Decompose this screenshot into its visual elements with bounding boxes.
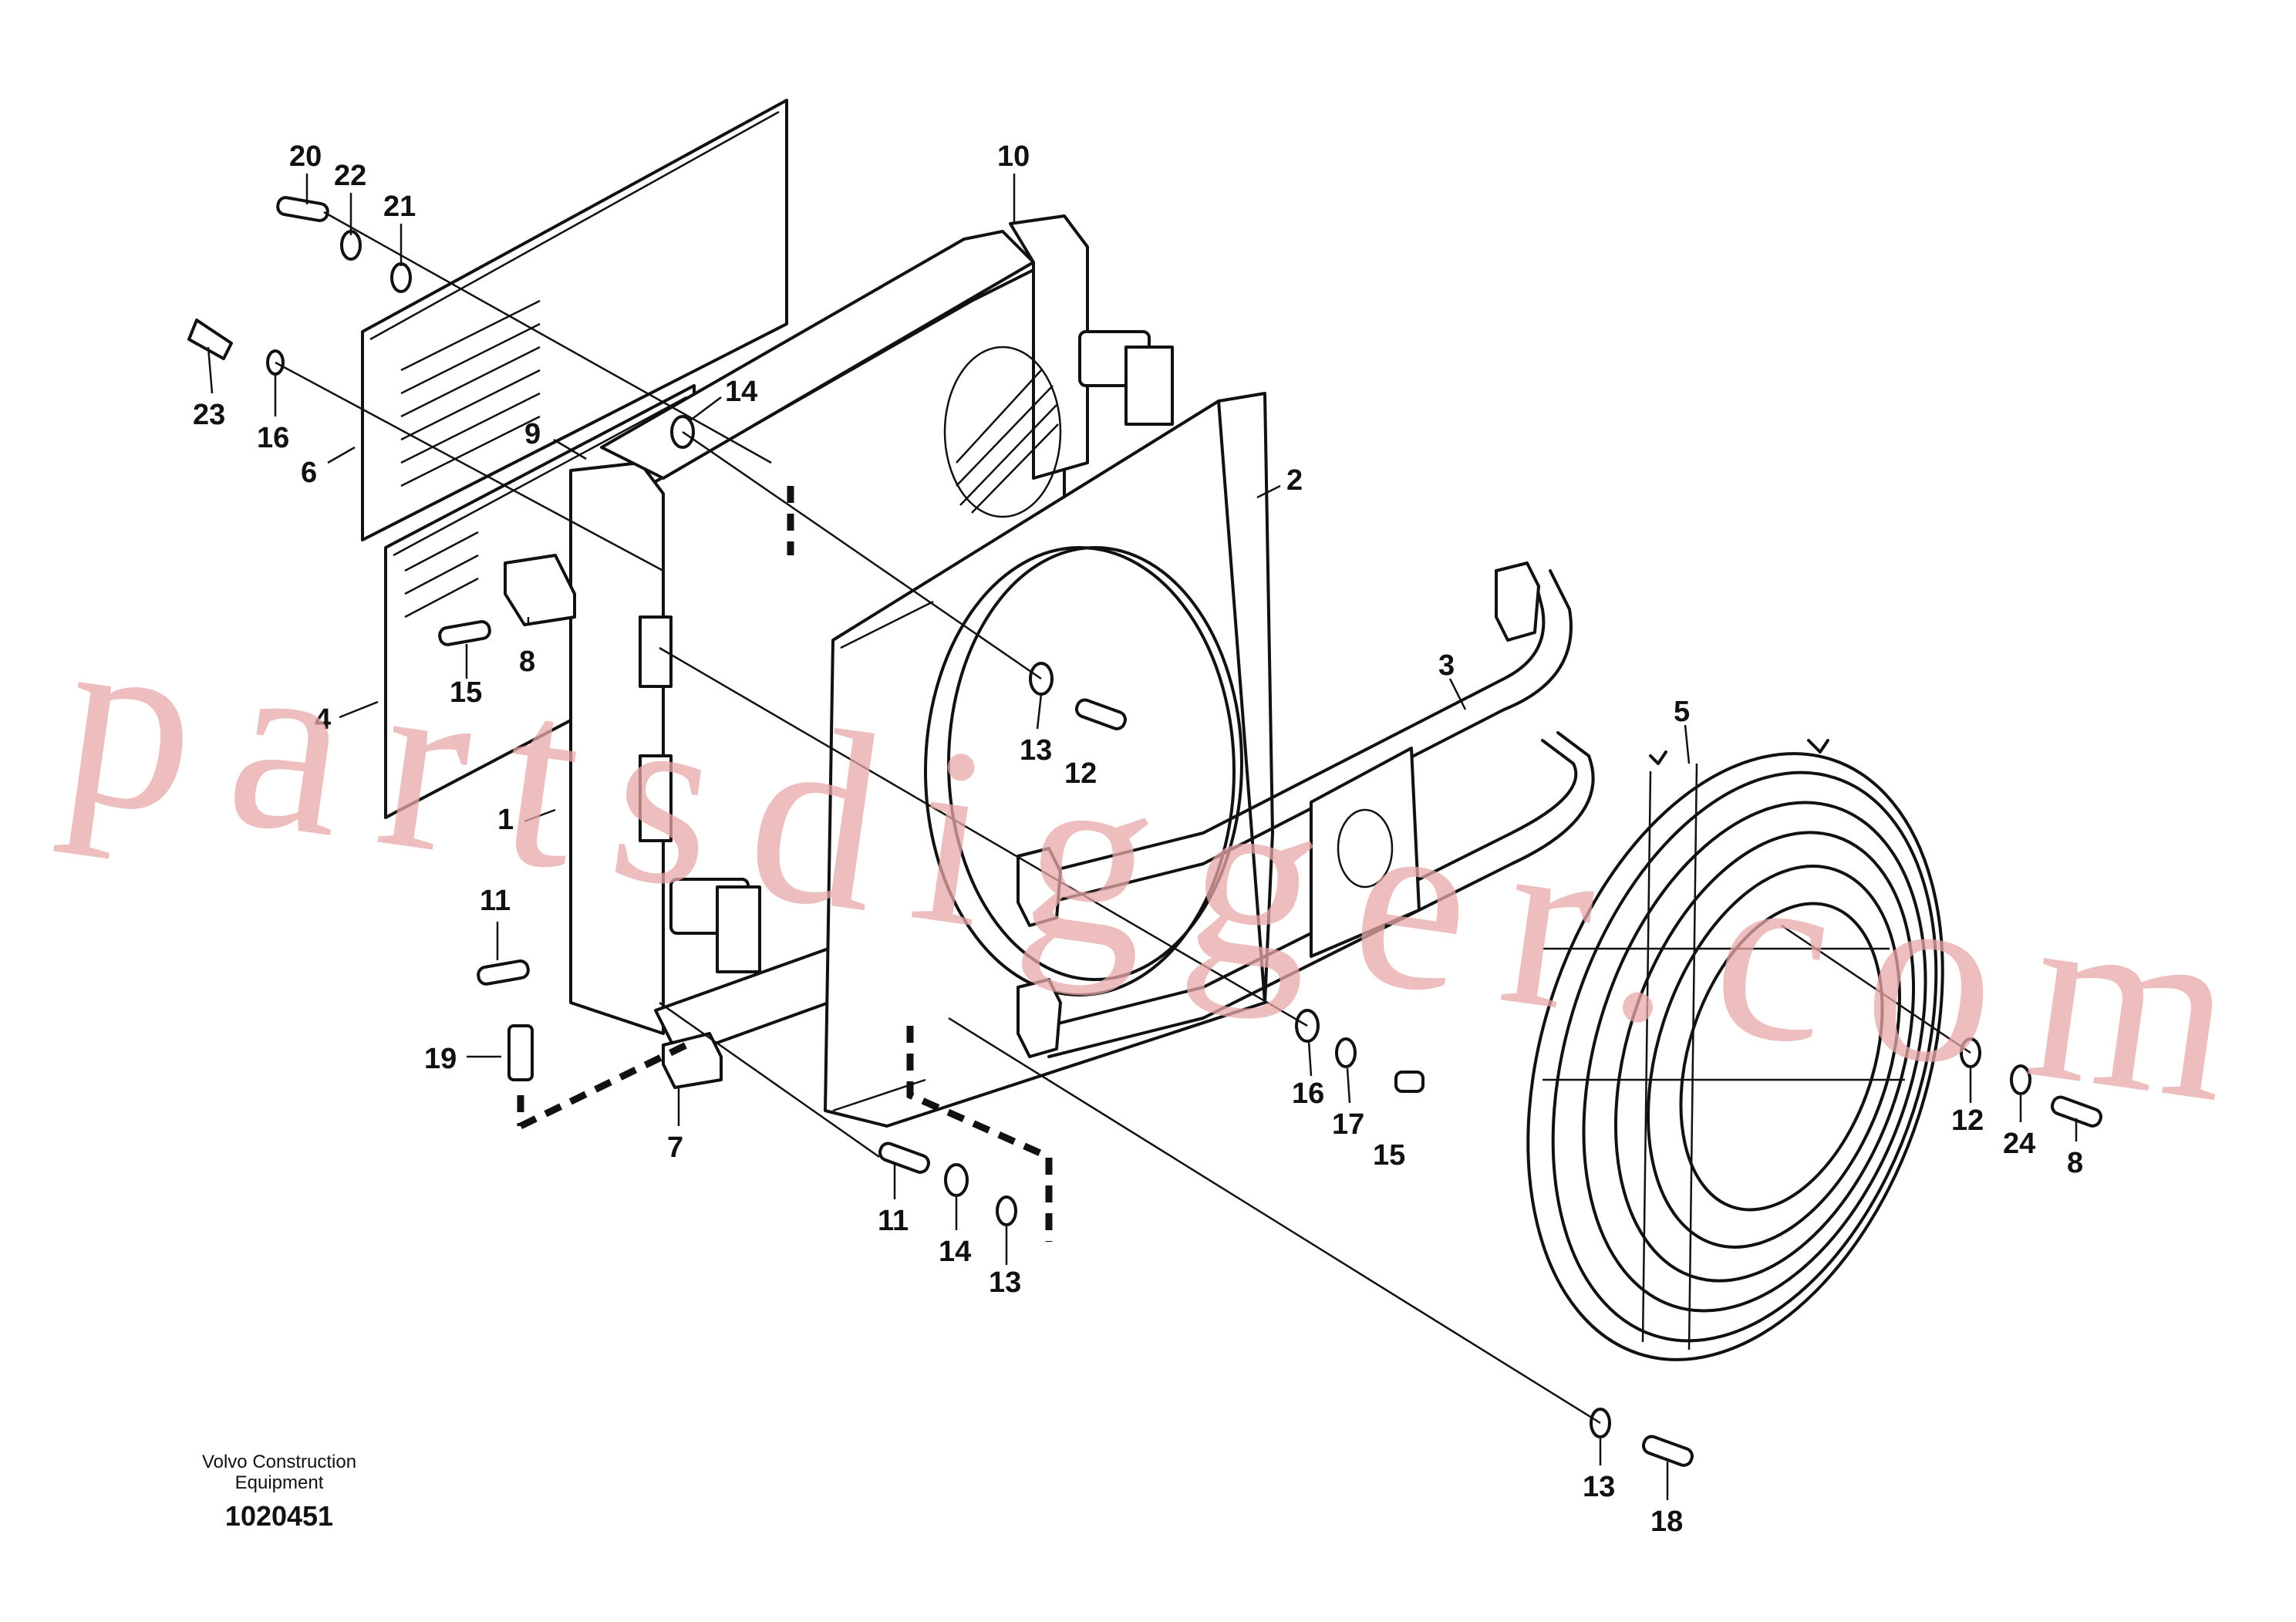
callout-leaders — [207, 174, 2078, 1500]
callout-10: 10 — [997, 140, 1030, 173]
callout-7: 7 — [667, 1131, 683, 1164]
drawing-number: 1020451 — [225, 1500, 333, 1532]
callout-24: 24 — [2003, 1128, 2035, 1160]
callout-21: 21 — [383, 191, 416, 223]
callout-22: 22 — [334, 160, 366, 192]
callout-2: 2 — [1286, 464, 1303, 497]
pipe-assembly-part-3 — [1017, 561, 1595, 1058]
callout-15: 15 — [1373, 1139, 1405, 1172]
callout-16: 16 — [257, 422, 289, 454]
callout-5: 5 — [1674, 696, 1690, 728]
callout-13: 13 — [1020, 734, 1052, 767]
callout-11: 11 — [878, 1205, 909, 1237]
fan-guard-part-5 — [1526, 739, 1944, 1361]
callout-12: 12 — [1064, 757, 1097, 790]
callout-9: 9 — [524, 418, 541, 450]
callout-14: 14 — [725, 376, 757, 408]
callout-14: 14 — [939, 1236, 971, 1268]
callout-8: 8 — [2067, 1147, 2083, 1179]
callout-13: 13 — [1583, 1471, 1615, 1503]
bracket-part-8 — [504, 554, 576, 626]
fasteners — [187, 196, 2102, 1467]
callout-19: 19 — [424, 1043, 457, 1075]
footer-block: Volvo Construction Equipment 1020451 — [202, 1452, 356, 1532]
callout-20: 20 — [289, 140, 322, 173]
bracket-part-7 — [662, 1032, 723, 1089]
callout-18: 18 — [1650, 1506, 1683, 1538]
callout-11: 11 — [480, 885, 511, 917]
callout-15: 15 — [450, 676, 482, 709]
callout-4: 4 — [315, 703, 331, 736]
callout-8: 8 — [519, 646, 535, 678]
fan-shroud-part-2 — [824, 392, 1274, 1128]
callout-23: 23 — [193, 399, 225, 431]
callout-labels: 20 22 21 10 23 16 6 9 14 2 4 15 8 13 12 … — [193, 140, 2083, 1538]
callout-13: 13 — [989, 1266, 1021, 1299]
callout-3: 3 — [1438, 649, 1455, 682]
callout-17: 17 — [1332, 1108, 1364, 1141]
callout-12: 12 — [1951, 1104, 1984, 1137]
callout-16: 16 — [1292, 1077, 1324, 1110]
callout-1: 1 — [497, 804, 514, 836]
company-line-2: Equipment — [235, 1472, 324, 1493]
assembly-lines — [275, 211, 1971, 1425]
company-line-1: Volvo Construction — [202, 1452, 356, 1472]
callout-6: 6 — [301, 457, 317, 489]
